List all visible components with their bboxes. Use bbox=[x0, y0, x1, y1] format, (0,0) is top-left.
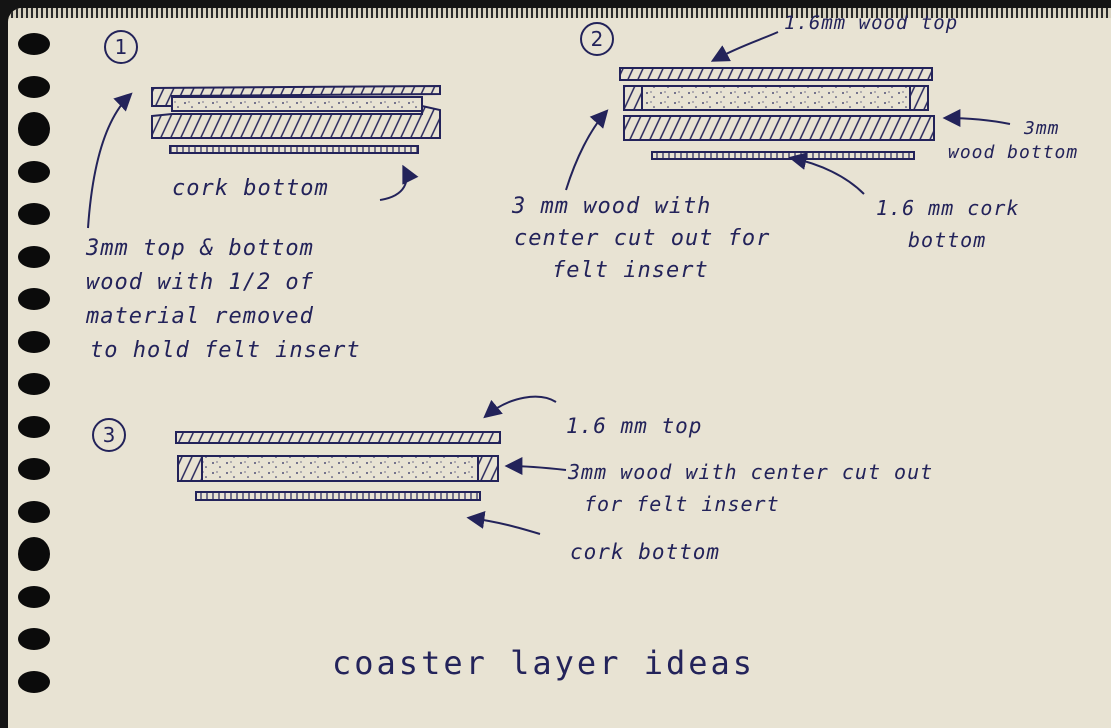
concept-1-layers bbox=[151, 84, 441, 154]
concept-2-bottom-label-2: wood bottom bbox=[948, 142, 1079, 163]
binder-hole bbox=[18, 670, 50, 693]
concept-1-note-line-3: material removed bbox=[86, 304, 314, 329]
sketch-drawing bbox=[87, 31, 1011, 535]
binder-hole bbox=[18, 500, 50, 523]
concept-2-cork-label-1: 1.6 mm cork bbox=[876, 196, 1020, 220]
concept-2-top-wood bbox=[619, 67, 933, 81]
concept-3-cork-arrow bbox=[466, 510, 541, 535]
concept-2-number: 2 bbox=[580, 22, 614, 56]
concept-1-note-line-1: 3mm top & bottom bbox=[86, 236, 314, 261]
concept-1-felt-insert bbox=[171, 96, 423, 112]
binder-hole bbox=[18, 415, 50, 438]
binder-hole bbox=[18, 330, 50, 353]
concept-2-cork-label-2: bottom bbox=[908, 228, 987, 252]
concept-3-top-arrow bbox=[483, 395, 557, 419]
page-perforation bbox=[8, 8, 1111, 18]
concept-2-top-arrow bbox=[710, 31, 779, 62]
concept-3-left-frame bbox=[177, 455, 203, 482]
binder-hole bbox=[18, 75, 50, 98]
concept-3-cork-bottom bbox=[195, 491, 481, 501]
page-title: coaster layer ideas bbox=[332, 644, 756, 682]
concept-3-top-wood bbox=[175, 431, 501, 444]
concept-3-right-frame bbox=[477, 455, 499, 482]
concept-1-cork-arrow bbox=[379, 164, 419, 201]
concept-3-top-label: 1.6 mm top bbox=[566, 414, 703, 438]
binder-hole bbox=[18, 373, 50, 395]
concept-2-cork-bottom bbox=[651, 151, 915, 160]
concept-2-center-label-1: 3 mm wood with bbox=[512, 194, 712, 219]
binder-hole bbox=[18, 203, 50, 225]
concept-1-cork-label: cork bottom bbox=[172, 176, 329, 201]
concept-1-note-line-2: wood with 1/2 of bbox=[86, 270, 314, 295]
concept-2-cork-arrow bbox=[788, 152, 865, 195]
concept-2-layers bbox=[619, 67, 935, 160]
binder-hole bbox=[18, 33, 50, 55]
concept-1-number: 1 bbox=[104, 30, 138, 64]
concept-2-bottom-label-1: 3mm bbox=[1024, 118, 1060, 139]
binder-hole bbox=[18, 288, 50, 310]
concept-3-felt-insert bbox=[201, 455, 479, 482]
concept-2-center-label-2: center cut out for bbox=[514, 226, 771, 251]
concept-2-left-frame bbox=[623, 85, 643, 111]
binder-hole bbox=[18, 245, 50, 268]
concept-1-arrow bbox=[87, 92, 133, 229]
concept-3-middle-arrow bbox=[504, 457, 567, 476]
binder-hole bbox=[18, 585, 50, 608]
concept-2-center-label-3: felt insert bbox=[552, 258, 709, 283]
concept-2-bottom-wood bbox=[623, 115, 935, 141]
concept-3-cork-label: cork bottom bbox=[570, 540, 721, 564]
binder-hole bbox=[18, 537, 50, 571]
concept-1-bottom-wood bbox=[151, 104, 441, 139]
binder-hole bbox=[18, 160, 50, 183]
binder-hole bbox=[18, 628, 50, 650]
concept-3-number: 3 bbox=[92, 418, 126, 452]
concept-1-cork-bottom bbox=[169, 145, 419, 154]
concept-2-top-label: 1.6mm wood top bbox=[784, 12, 959, 34]
binder-hole bbox=[18, 458, 50, 480]
concept-2-center-arrow bbox=[565, 109, 609, 191]
concept-2-right-frame bbox=[909, 85, 929, 111]
concept-2-bottom-wood-arrow bbox=[942, 109, 1011, 128]
concept-3-layers bbox=[175, 431, 501, 501]
concept-3-middle-label-1: 3mm wood with center cut out bbox=[568, 460, 934, 484]
binder-hole bbox=[18, 112, 50, 146]
concept-2-felt-insert bbox=[641, 85, 911, 111]
concept-1-note-line-4: to hold felt insert bbox=[90, 338, 361, 363]
concept-3-middle-label-2: for felt insert bbox=[584, 492, 780, 516]
